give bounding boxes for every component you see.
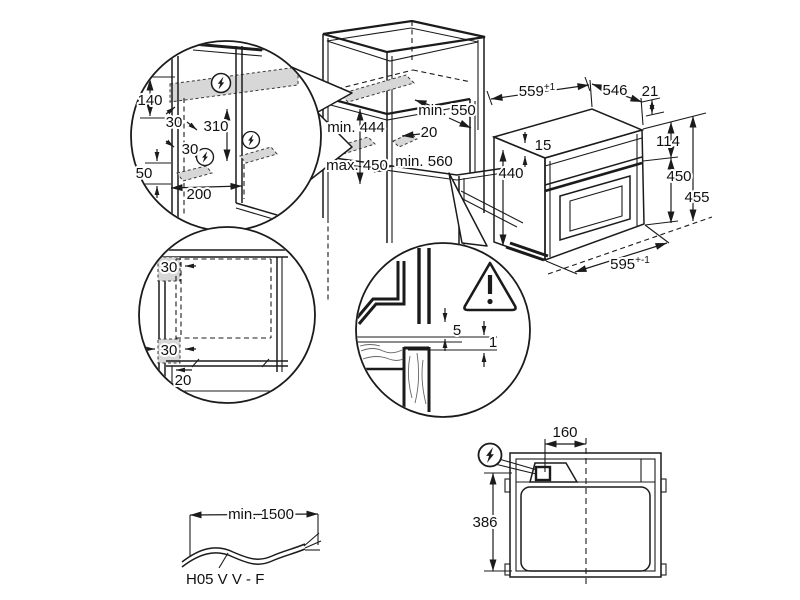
dim-min-1500-label: min. 1500 [228,506,294,523]
oven-isometric-drawing: 559+1 546 21 15 114 450 455 440 595+-1 [486,76,713,275]
dim-440-label: 440 [498,165,523,182]
dim-114-label: 114 [656,133,680,150]
electrical-connection-icon [210,72,232,94]
dim-160-label: 160 [552,424,577,441]
dim-450-label: 450 [666,168,691,185]
dim-310-label: 310 [203,118,228,135]
oven-door-window [559,175,631,242]
cable-type-label: H05 V V - F [186,571,264,588]
dim-200-label: 200 [186,186,211,203]
corner-detail-view: 30 30 20 [138,226,316,404]
dim-15-label: 15 [535,137,552,154]
dim-max-450-label: max. 450 [326,157,388,174]
dim-min-560-label: min. 560 [395,153,453,170]
dim-min-550-label: min. 550 [418,102,476,119]
cabinet-cutout-drawing [322,19,524,302]
oven-dimensions: 559+1 546 21 15 114 450 455 440 595+-1 [486,76,712,275]
connection-zone-right [239,146,278,164]
dim-30-mid-label: 30 [182,141,199,158]
dim-20-plinth-label: 20 [175,372,192,389]
warning-icon [463,261,517,312]
dim-50-label: 50 [136,165,153,182]
cabinet-dimensions: min. 444 max. 450 min. 550 20 min. 560 [324,99,478,184]
clearance-zone-top [157,256,181,282]
electrical-connection-icon [241,130,261,150]
oven-top-view: 160 386 [470,422,667,585]
dim-5-label: 5 [453,322,461,339]
dim-455-label: 455 [684,189,709,206]
dim-559-label: 559+1 [519,82,556,100]
power-cord-drawing: min. 1500 H05 V V - F [181,504,322,590]
dim-140-label: 140 [137,92,162,109]
dim-386-label: 386 [472,514,497,531]
connection-zone-lower [176,165,213,182]
dim-595-label: 595+-1 [610,255,650,273]
dim-min-444-label: min. 444 [327,119,385,136]
dim-20-niche-label: 20 [421,124,438,141]
dim-1-label: 1 [489,334,497,351]
cable-curve [181,543,306,563]
dim-21-label: 21 [642,83,659,100]
connection-zone-upper [169,66,299,103]
electrical-connection-icon [477,442,503,468]
electrical-connection-icon [195,147,215,167]
electrical-detail-view: 140 30 310 30 50 200 [130,40,322,232]
anti-tip-bracket [505,245,545,262]
dim-30-top-label: 30 [166,114,183,131]
connection-zone-top [339,74,415,103]
dim-30-side-bottom-label: 30 [161,342,178,359]
gap-detail-view: 5 1 [355,242,531,418]
oven-front-face [544,129,645,262]
dim-30-side-top-label: 30 [161,259,178,276]
clearance-zone-bottom [157,338,181,364]
dim-546-label: 546 [602,82,627,99]
